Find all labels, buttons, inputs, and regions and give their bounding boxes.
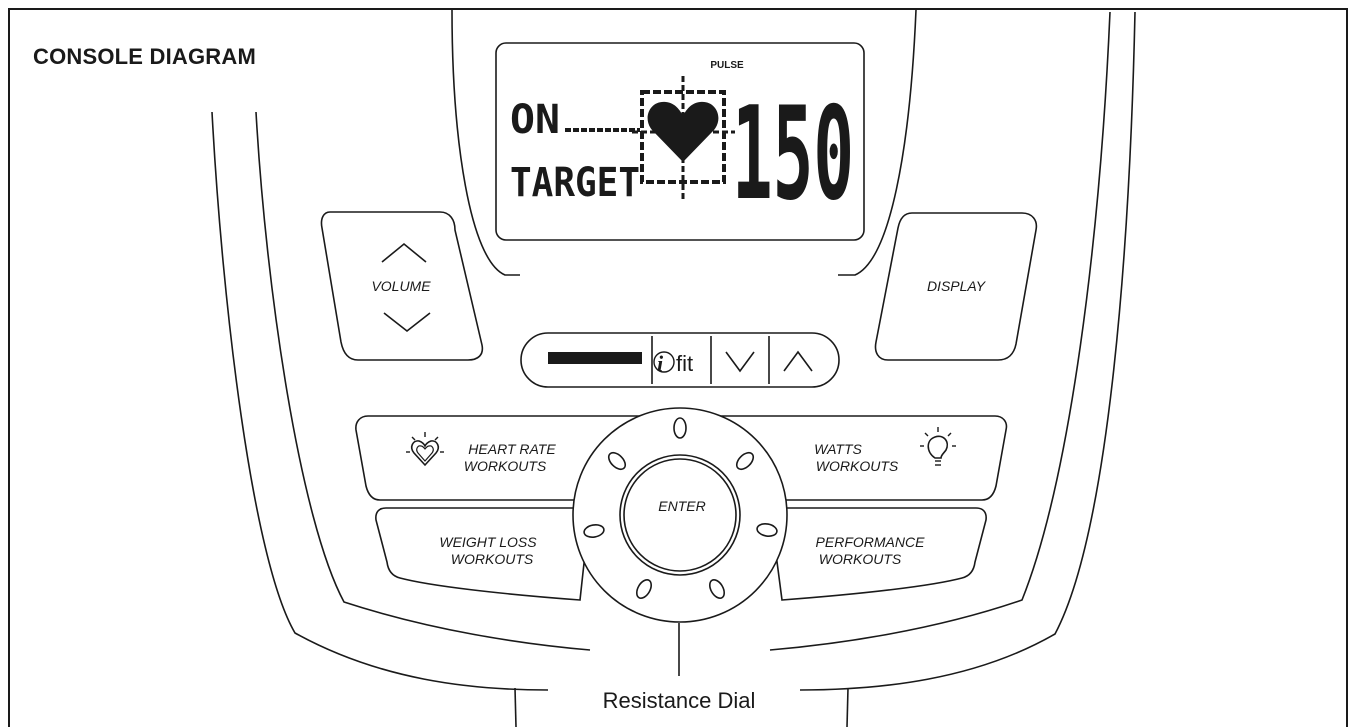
pill-button-bar: i fit	[520, 332, 840, 388]
heart-rate-heart-icon	[406, 432, 444, 467]
dial-marker-top-left	[607, 451, 627, 471]
volume-button-body[interactable]	[320, 211, 484, 361]
display-button-body[interactable]	[874, 212, 1038, 361]
volume-up-chevron-up-icon[interactable]	[381, 242, 427, 263]
callout-label: Resistance Dial	[603, 688, 756, 713]
weight-loss-label-1: WEIGHT LOSS	[439, 534, 537, 550]
performance-button-body[interactable]	[769, 507, 987, 601]
lcd-line1: ON	[510, 97, 560, 143]
console-housing	[211, 11, 1136, 727]
performance-label-1: PERFORMANCE	[816, 534, 926, 550]
performance-workouts-button[interactable]: PERFORMANCE WORKOUTS	[769, 507, 987, 601]
enter-label: ENTER	[658, 498, 705, 514]
housing-outer-right	[799, 11, 1136, 691]
dial-inner-ring	[619, 454, 741, 576]
ifit-button[interactable]: i fit	[653, 351, 693, 376]
heart-rate-workouts-button[interactable]: HEART RATE WORKOUTS	[355, 415, 652, 501]
housing-stem-right	[846, 687, 849, 727]
housing-outer-left	[211, 111, 549, 691]
bezel-right-edge	[838, 9, 917, 276]
volume-button[interactable]: VOLUME	[320, 211, 484, 361]
dial-marker-bottom-left	[635, 579, 653, 599]
weight-loss-workouts-button[interactable]: WEIGHT LOSS WORKOUTS	[375, 507, 591, 601]
display-label: DISPLAY	[927, 278, 987, 294]
dial-inner-ring-2	[623, 458, 737, 572]
dial-outer-ring[interactable]	[572, 407, 788, 623]
housing-inner-right	[769, 11, 1111, 651]
ifit-logo-icon: i	[657, 351, 664, 376]
lcd-line2: TARGET	[510, 160, 640, 206]
ifit-logo-circle	[653, 351, 675, 373]
watts-button-body[interactable]	[710, 415, 1008, 501]
resistance-dial-callout: Resistance Dial	[603, 623, 756, 713]
dial-marker-bottom-right	[708, 579, 726, 599]
heart-rate-label-2: WORKOUTS	[464, 458, 547, 474]
diagram-frame	[8, 8, 1348, 727]
watts-workouts-button[interactable]: WATTS WORKOUTS	[710, 415, 1008, 501]
diagram-title: CONSOLE DIAGRAM	[33, 44, 256, 69]
performance-label-2: WORKOUTS	[819, 551, 902, 567]
resistance-dial[interactable]: ENTER	[572, 407, 788, 623]
pulse-label: PULSE	[710, 60, 744, 71]
display-button[interactable]: DISPLAY	[874, 212, 1038, 361]
housing-inner-left	[255, 111, 591, 651]
heart-rate-button-body[interactable]	[355, 415, 652, 501]
weight-loss-button-body[interactable]	[375, 507, 591, 601]
watts-label-1: WATTS	[814, 441, 862, 457]
housing-stem-left	[514, 687, 517, 727]
weight-loss-label-2: WORKOUTS	[451, 551, 534, 567]
display-bezel	[451, 9, 917, 276]
volume-label: VOLUME	[371, 278, 431, 294]
watts-label-2: WORKOUTS	[816, 458, 899, 474]
pill-bar-body	[520, 332, 840, 388]
pill-bar-blank-button[interactable]	[548, 352, 642, 364]
lcd-value: 150	[732, 80, 854, 229]
pill-up-chevron-up-icon[interactable]	[783, 350, 813, 372]
dial-marker-top	[673, 417, 687, 439]
lcd-screen: PULSE ON TARGET 150	[495, 42, 865, 241]
dial-marker-left	[583, 524, 605, 538]
enter-button[interactable]: ENTER	[658, 498, 705, 514]
pill-down-chevron-down-icon[interactable]	[725, 351, 755, 373]
ifit-label: fit	[676, 351, 693, 376]
bezel-left-edge	[451, 9, 520, 276]
watts-lightbulb-icon	[920, 427, 956, 466]
lcd-heart-icon	[632, 76, 735, 200]
dial-marker-right	[756, 523, 778, 537]
volume-down-chevron-down-icon[interactable]	[383, 312, 431, 333]
heart-rate-label-1: HEART RATE	[468, 441, 556, 457]
dial-marker-top-right	[735, 451, 755, 471]
